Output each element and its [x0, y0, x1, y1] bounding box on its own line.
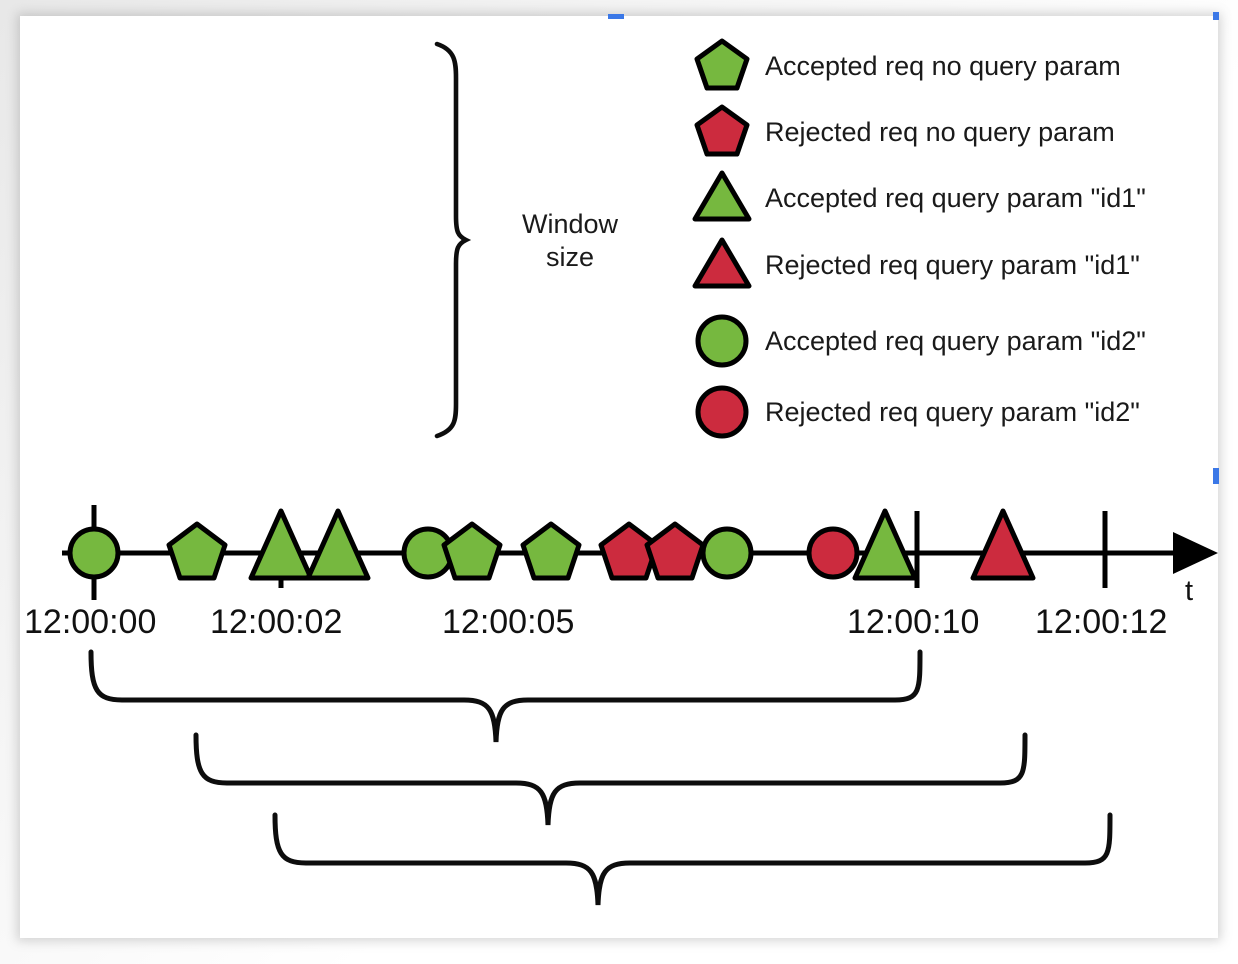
- legend-icon-green-circle: [695, 314, 749, 368]
- timeline-marker: [67, 526, 121, 580]
- timeline-marker: [644, 521, 706, 581]
- legend-label-accepted-id1: Accepted req query param "id1": [765, 183, 1146, 213]
- legend-label-rejected-no-param: Rejected req no query param: [765, 117, 1115, 147]
- sliding-window-brace-1: [88, 649, 923, 743]
- timeline-marker: [520, 521, 582, 581]
- top-selection-handle[interactable]: [608, 14, 624, 19]
- legend-label-accepted-id2: Accepted req query param "id2": [765, 326, 1146, 356]
- legend-icon-green-pentagon: [694, 38, 750, 91]
- timeline-marker: [441, 521, 503, 581]
- legend-label-accepted-no-param: Accepted req no query param: [765, 51, 1121, 81]
- axis-tick-label-0: 12:00:00: [24, 603, 157, 641]
- legend-icon-red-circle: [695, 385, 749, 439]
- legend-icon-red-pentagon: [694, 104, 750, 157]
- window-size-label: Window size: [521, 209, 619, 272]
- top-right-selection-handle[interactable]: [1213, 12, 1219, 20]
- timeline-marker: [166, 521, 228, 581]
- axis-tick-label-3: 12:00:10: [847, 603, 980, 641]
- timeline-marker: [806, 526, 860, 580]
- axis-tick-label-1: 12:00:02: [210, 603, 343, 641]
- axis-tick-label-4: 12:00:12: [1035, 603, 1168, 641]
- timeline-marker: [852, 508, 918, 581]
- window-size-brace: [434, 41, 472, 439]
- legend-label-rejected-id1: Rejected req query param "id1": [765, 250, 1140, 280]
- timeline-marker: [305, 508, 371, 581]
- legend-label-rejected-id2: Rejected req query param "id2": [765, 397, 1140, 427]
- timeline-markers: [67, 508, 1036, 581]
- sliding-window-brace-3: [272, 812, 1113, 906]
- axis-name-label: t: [1185, 575, 1194, 607]
- timeline-marker: [970, 508, 1036, 581]
- right-edge-selection-handle[interactable]: [1213, 468, 1219, 484]
- legend-icon-red-triangle: [692, 237, 752, 289]
- axis-tick-label-2: 12:00:05: [442, 603, 575, 641]
- legend-icon-green-triangle: [692, 170, 752, 222]
- timeline-marker: [700, 526, 754, 580]
- timeline-marker: [248, 508, 314, 581]
- sliding-window-brace-2: [193, 732, 1028, 826]
